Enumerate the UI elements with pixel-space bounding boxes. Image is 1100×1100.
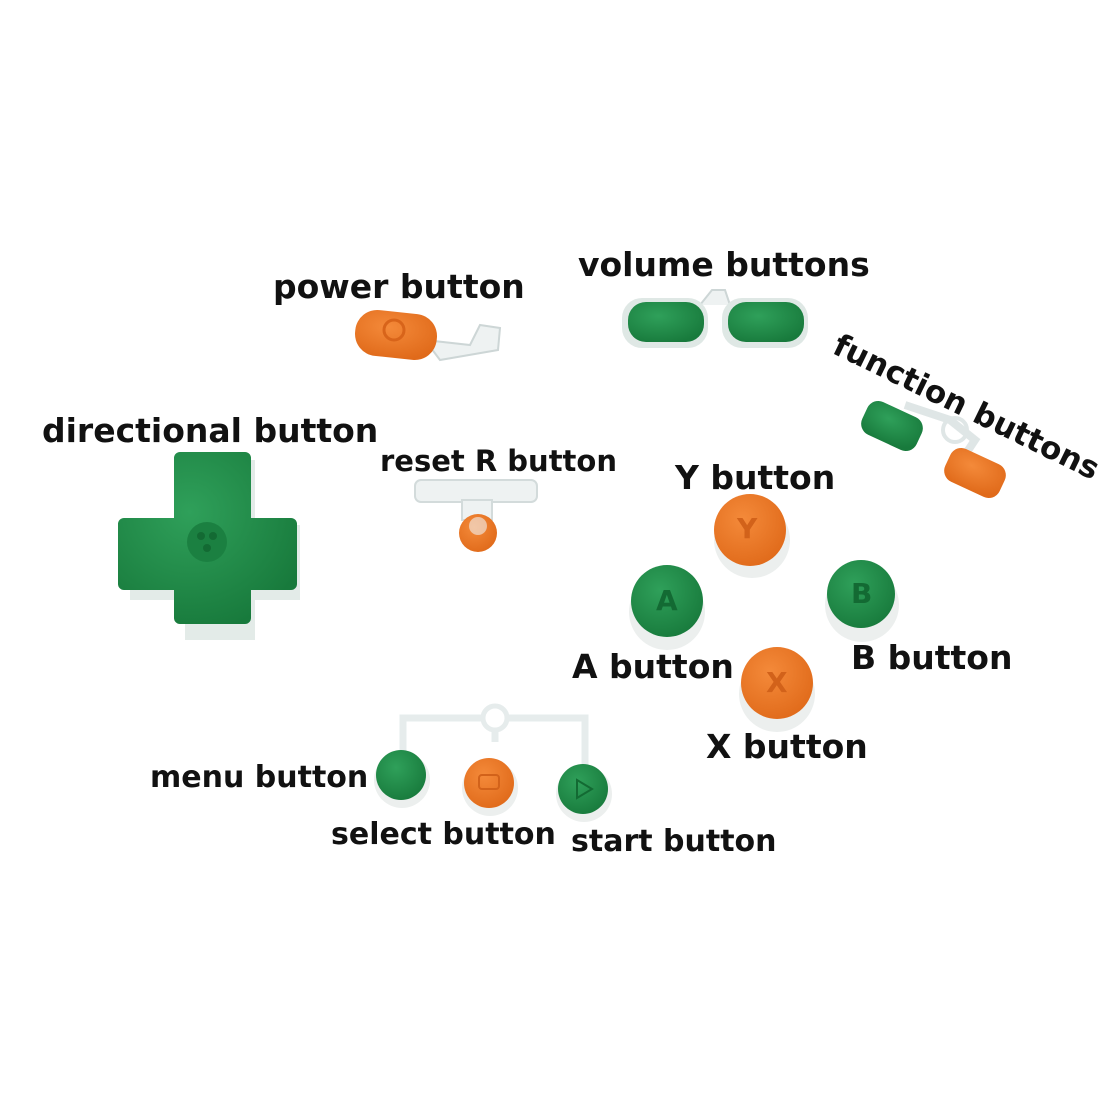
a-button-label: A button (572, 647, 734, 686)
start-button-label: start button (571, 824, 777, 859)
directional-button-label: directional button (42, 411, 379, 450)
a-button-part (629, 565, 705, 650)
a-glyph: A (656, 584, 678, 617)
y-glyph: Y (737, 512, 758, 545)
power-button-part (354, 310, 502, 362)
x-glyph: X (766, 666, 788, 699)
reset-r-button-part (414, 479, 538, 552)
reset-r-button-label: reset R button (380, 444, 617, 478)
y-button-part (714, 494, 790, 578)
volume-buttons-label: volume buttons (578, 245, 870, 284)
x-button-label: X button (706, 727, 868, 766)
menu-button-label: menu button (150, 760, 369, 795)
directional-button-part (118, 452, 300, 640)
b-glyph: B (851, 577, 873, 610)
b-button-label: B button (851, 638, 1013, 677)
y-button-label: Y button (675, 458, 836, 497)
function-buttons-part (861, 400, 1006, 499)
x-button-part (739, 647, 815, 732)
menu-select-start-part (374, 703, 612, 822)
power-button-label: power button (273, 267, 525, 306)
b-button-part (825, 560, 899, 642)
select-button-label: select button (331, 817, 556, 852)
volume-buttons-part (622, 289, 808, 348)
